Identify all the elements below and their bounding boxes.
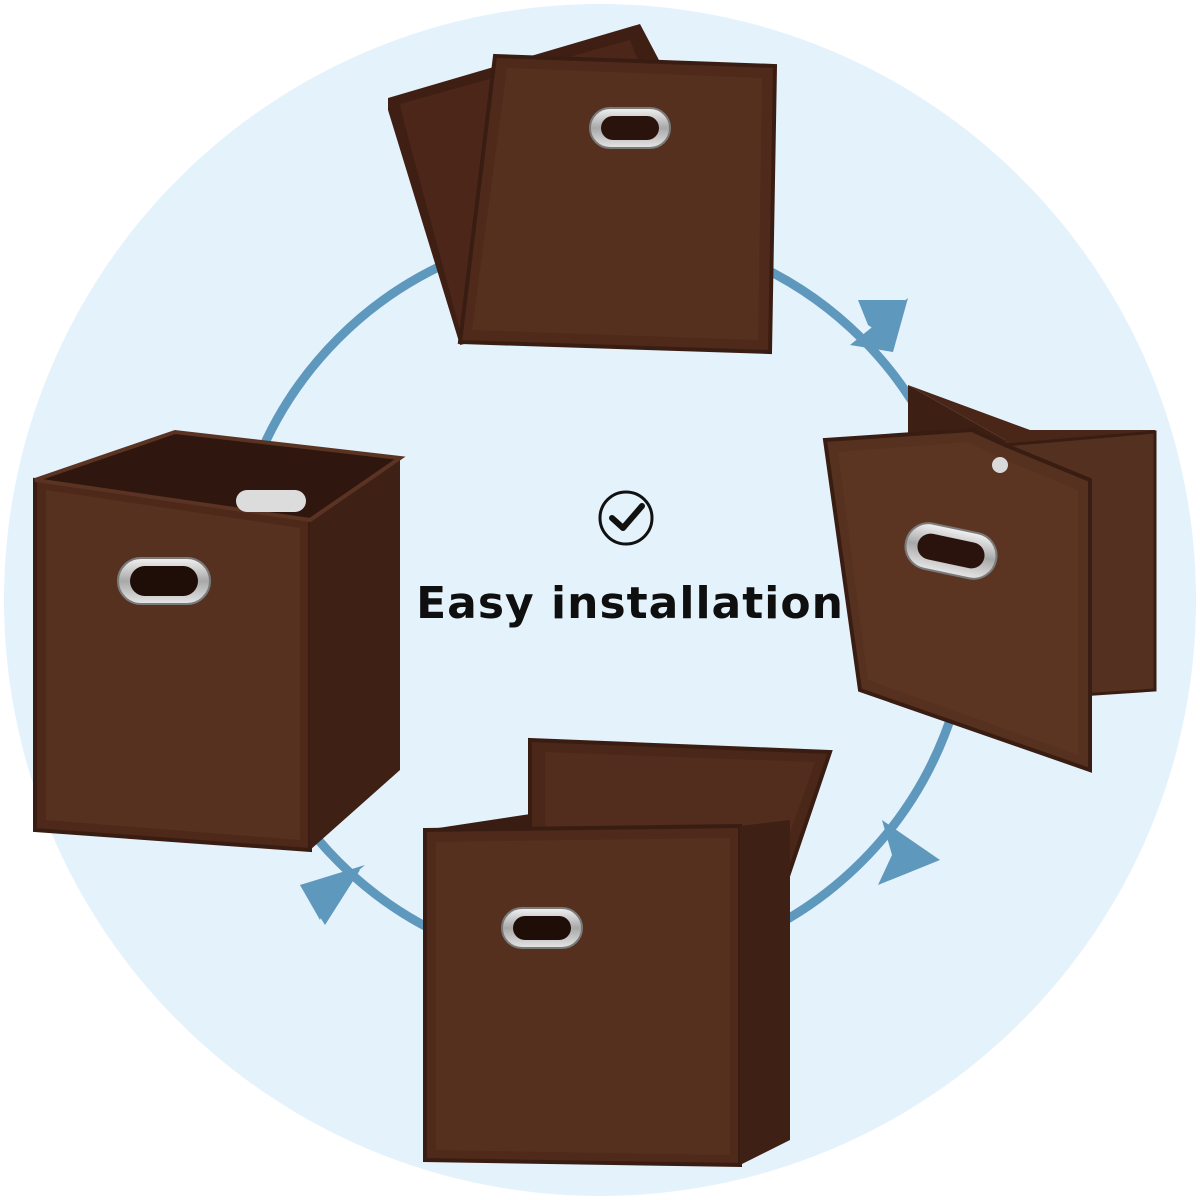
arrow-icon-top-right xyxy=(850,298,908,352)
unfolding-box-icon xyxy=(822,385,1157,773)
check-circle-icon xyxy=(598,490,654,546)
folded-box-icon xyxy=(388,24,778,355)
caption-title: Easy installation xyxy=(416,578,844,629)
arrow-icon-bottom-right xyxy=(878,820,940,885)
assembled-box-icon xyxy=(33,429,406,853)
box-with-panel-icon xyxy=(423,737,833,1168)
arrow-icon-bottom-left xyxy=(300,865,365,925)
